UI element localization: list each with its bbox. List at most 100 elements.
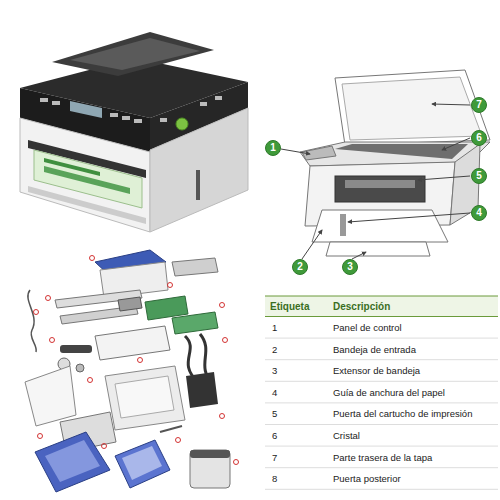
callout-circle: 7 xyxy=(471,97,487,113)
printer-side xyxy=(150,108,248,232)
part-marker xyxy=(50,338,55,343)
bracket xyxy=(172,258,218,276)
exploded-view xyxy=(25,250,239,492)
callout-circle: 4 xyxy=(471,205,487,221)
callout-circle: 6 xyxy=(471,130,487,146)
part-marker xyxy=(176,438,181,443)
leader-lines xyxy=(281,104,470,259)
callout-circle: 5 xyxy=(471,168,487,184)
roller xyxy=(60,345,92,353)
table-cell: Bandeja de entrada xyxy=(333,343,416,356)
table-rule xyxy=(265,446,498,447)
paper-tray-inner xyxy=(45,440,100,482)
part-marker xyxy=(46,296,51,301)
button xyxy=(122,116,130,120)
table-cell: 5 xyxy=(272,407,277,420)
table-cell: 8 xyxy=(272,472,277,485)
table-rule xyxy=(265,296,498,297)
cartridge-carriage xyxy=(345,180,415,188)
paper-tray xyxy=(35,432,110,492)
leader-line xyxy=(418,176,470,180)
part-marker xyxy=(220,414,225,419)
part-marker xyxy=(90,256,95,261)
table-cell: Guía de anchura del papel xyxy=(333,386,445,399)
part-marker xyxy=(223,338,228,343)
chassis xyxy=(95,326,170,360)
lid-back xyxy=(342,77,482,140)
table-cell: 4 xyxy=(272,386,277,399)
callout-number: 4 xyxy=(476,208,482,218)
part-marker xyxy=(38,434,43,439)
card-slot xyxy=(196,170,200,200)
cable xyxy=(28,290,36,352)
gear xyxy=(76,364,84,372)
table-header: Etiqueta xyxy=(270,300,309,313)
table-cell: 6 xyxy=(272,429,277,442)
callout-circle: 3 xyxy=(342,259,358,275)
button xyxy=(52,101,60,105)
callout-number: 6 xyxy=(476,133,482,143)
button xyxy=(200,102,207,106)
table-cell: Puerta del cartucho de impresión xyxy=(333,407,472,420)
callout-circle: 2 xyxy=(292,259,308,275)
table-cell: Cristal xyxy=(333,429,360,442)
printed-graphic xyxy=(44,166,130,194)
paper xyxy=(34,150,142,208)
base-tray xyxy=(105,366,185,430)
leader-line xyxy=(352,252,366,259)
rod xyxy=(160,426,182,432)
printer-front xyxy=(20,118,150,232)
paper-tray xyxy=(28,186,146,224)
output-tray-inner xyxy=(122,446,162,480)
lid xyxy=(335,70,490,145)
leader-line xyxy=(281,149,310,154)
part-markers xyxy=(34,256,239,465)
table-rule xyxy=(265,489,498,490)
callout-number: 2 xyxy=(297,262,303,272)
leader-line xyxy=(302,230,322,259)
table-rule xyxy=(265,338,498,339)
table-frame xyxy=(265,296,498,489)
output-tray xyxy=(115,440,170,488)
part-marker xyxy=(102,444,107,449)
leader-line xyxy=(432,104,470,105)
table-cell: 1 xyxy=(272,321,277,334)
button xyxy=(110,113,118,117)
callout-number: 3 xyxy=(347,262,353,272)
part-marker xyxy=(138,358,143,363)
table-cell: Puerta posterior xyxy=(333,472,401,485)
table-cell: 3 xyxy=(272,364,277,377)
button xyxy=(40,98,48,102)
power-button xyxy=(176,118,188,130)
callout-number: 1 xyxy=(270,143,276,153)
table-rule xyxy=(265,467,498,468)
table-rule xyxy=(265,424,498,425)
button xyxy=(160,118,167,122)
table-cell: 2 xyxy=(272,343,277,356)
rear-door-top xyxy=(190,450,230,458)
table-cell: Parte trasera de la tapa xyxy=(333,451,432,464)
display xyxy=(70,101,102,118)
part-marker xyxy=(168,283,173,288)
base-tray-inner xyxy=(115,376,174,418)
cartridge-door xyxy=(335,176,425,202)
printer-drawing xyxy=(300,70,490,256)
table-rule xyxy=(265,381,498,382)
callout-circle: 1 xyxy=(265,140,281,156)
part-marker xyxy=(88,378,93,383)
part-marker xyxy=(220,303,225,308)
table-rule xyxy=(265,359,498,360)
table-cell: 7 xyxy=(272,451,277,464)
part-marker xyxy=(234,460,239,465)
paper-guide xyxy=(340,214,346,236)
circuit-board xyxy=(172,312,218,334)
part-marker xyxy=(34,310,39,315)
feeder-tray xyxy=(70,38,200,70)
glass xyxy=(335,144,468,159)
input-tray xyxy=(312,210,448,242)
leader-line xyxy=(442,138,470,150)
document-feeder xyxy=(52,32,214,76)
rear-door xyxy=(190,450,230,488)
